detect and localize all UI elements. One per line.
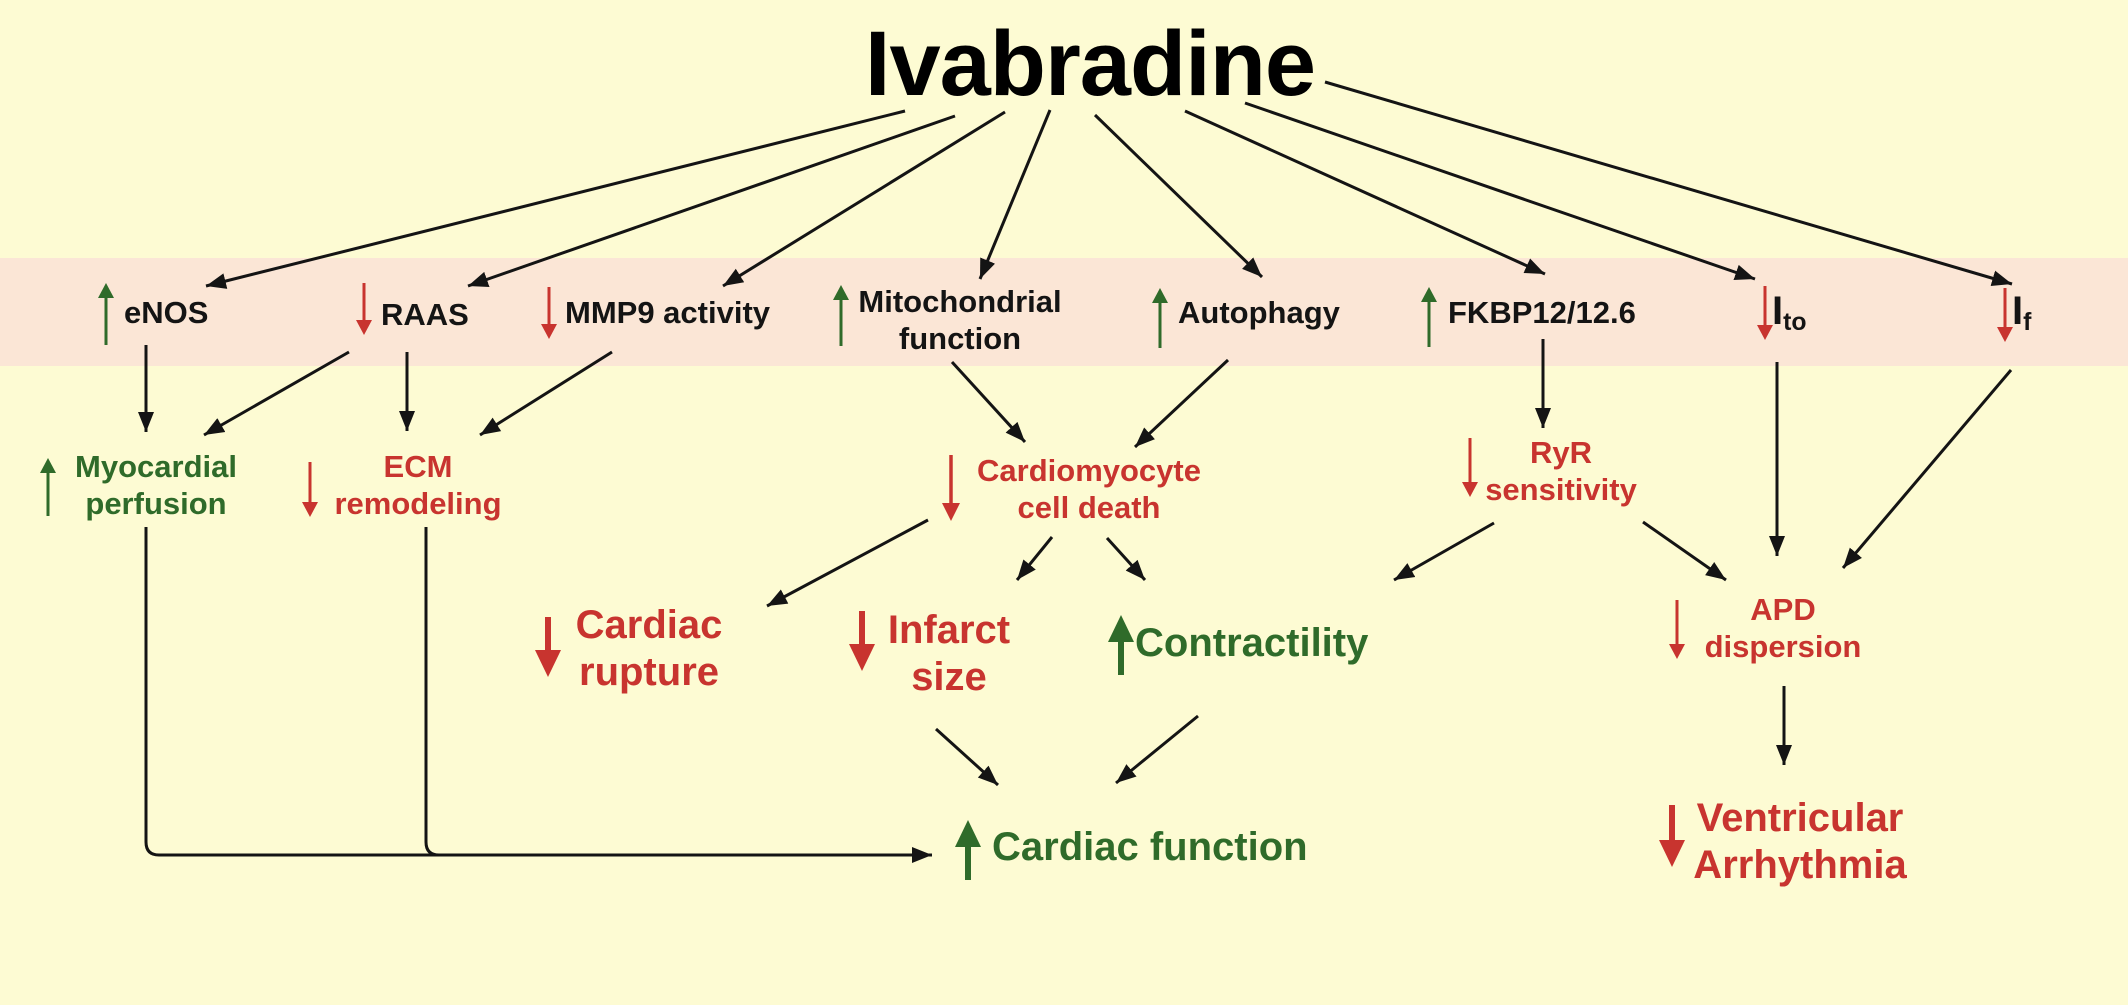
apd-dispersion-label: APD dispersion (1704, 592, 1862, 664)
cardiac-function-label: Cardiac function (992, 825, 1308, 869)
mitochondrial-function-label: Mitochondrial function (858, 284, 1062, 356)
arrow-contractility-function (1115, 714, 1199, 785)
arrow-infarct-function (934, 727, 1000, 787)
arrow-ryr-contractility (1393, 521, 1495, 582)
arrow-death-infarct (1015, 536, 1054, 581)
cardiomyocyte-cell-death-label: Cardiomyocyte cell death (977, 453, 1201, 525)
arrow-death-rupture (766, 518, 929, 608)
myocardial-perfusion-label: Myocardial perfusion (75, 449, 237, 521)
ito-label: Ito (1772, 289, 1807, 337)
arrow-ivabradine-ito (1244, 101, 1756, 281)
infarct-size-label: Infarct size (887, 608, 1011, 700)
ventricular-arrhythmia-label: Ventricular Arrhythmia (1693, 796, 1907, 888)
autophagy-label: Autophagy (1178, 295, 1340, 330)
perfusion-up-arrow-icon (40, 458, 56, 516)
arrow-perfusion-function (144, 527, 932, 863)
arrow-ryr-apd (1642, 520, 1727, 582)
arrow-death-contractility (1105, 536, 1147, 582)
ryr-down-arrow-icon (1462, 438, 1478, 497)
arrow-ivabradine-autophagy (1093, 113, 1264, 279)
arrow-ivabradine-fkbp (1184, 109, 1546, 276)
arrow-ivabradine-mito (978, 109, 1052, 280)
arrow-autophagy-death (1133, 358, 1230, 449)
if-down-arrow-icon (1997, 288, 2013, 342)
arrow-ivabradine-enos (205, 109, 906, 289)
contractility-label: Contractility (1135, 621, 1369, 665)
raas-label: RAAS (381, 297, 469, 332)
arrow-mito-death (950, 360, 1027, 444)
arrow-mmp9-ecm (479, 350, 613, 437)
autophagy-up-arrow-icon (1152, 288, 1168, 348)
arrow-ivabradine-mmp9 (722, 110, 1006, 288)
apd-down-arrow-icon (1669, 600, 1685, 659)
if-label: If (2012, 289, 2032, 337)
mechanism-band (0, 258, 2128, 366)
mmp9-down-arrow-icon (541, 287, 557, 339)
contractility-up-arrow-icon (1108, 615, 1134, 675)
arrow-raas-perfusion (203, 350, 350, 437)
death-down-arrow-icon (942, 455, 960, 521)
function-up-arrow-icon (955, 820, 981, 880)
diagram-title: Ivabradine (864, 13, 1316, 115)
arrow-ivabradine-raas (467, 114, 956, 288)
arrow-ecm-function (424, 527, 932, 857)
ecm-remodeling-label: ECM remodeling (334, 449, 502, 521)
fkbp-label: FKBP12/12.6 (1448, 295, 1636, 330)
arrow-ivabradine-if (1324, 80, 2013, 287)
raas-down-arrow-icon (356, 283, 372, 335)
mito-up-arrow-icon (833, 285, 849, 346)
infarct-down-arrow-icon (849, 611, 875, 671)
enos-label: eNOS (124, 295, 209, 330)
mmp9-label: MMP9 activity (565, 295, 771, 330)
fkbp-up-arrow-icon (1421, 287, 1437, 347)
enos-up-arrow-icon (98, 283, 114, 345)
cardiac-rupture-label: Cardiac rupture (575, 603, 723, 695)
arrhythmia-down-arrow-icon (1659, 805, 1685, 867)
ecm-down-arrow-icon (302, 462, 318, 517)
ryr-sensitivity-label: RyR sensitivity (1485, 435, 1637, 507)
rupture-down-arrow-icon (535, 617, 561, 677)
ito-down-arrow-icon (1757, 286, 1773, 340)
indicator-arrows (40, 283, 2013, 880)
arrow-if-apd (1841, 369, 2013, 569)
